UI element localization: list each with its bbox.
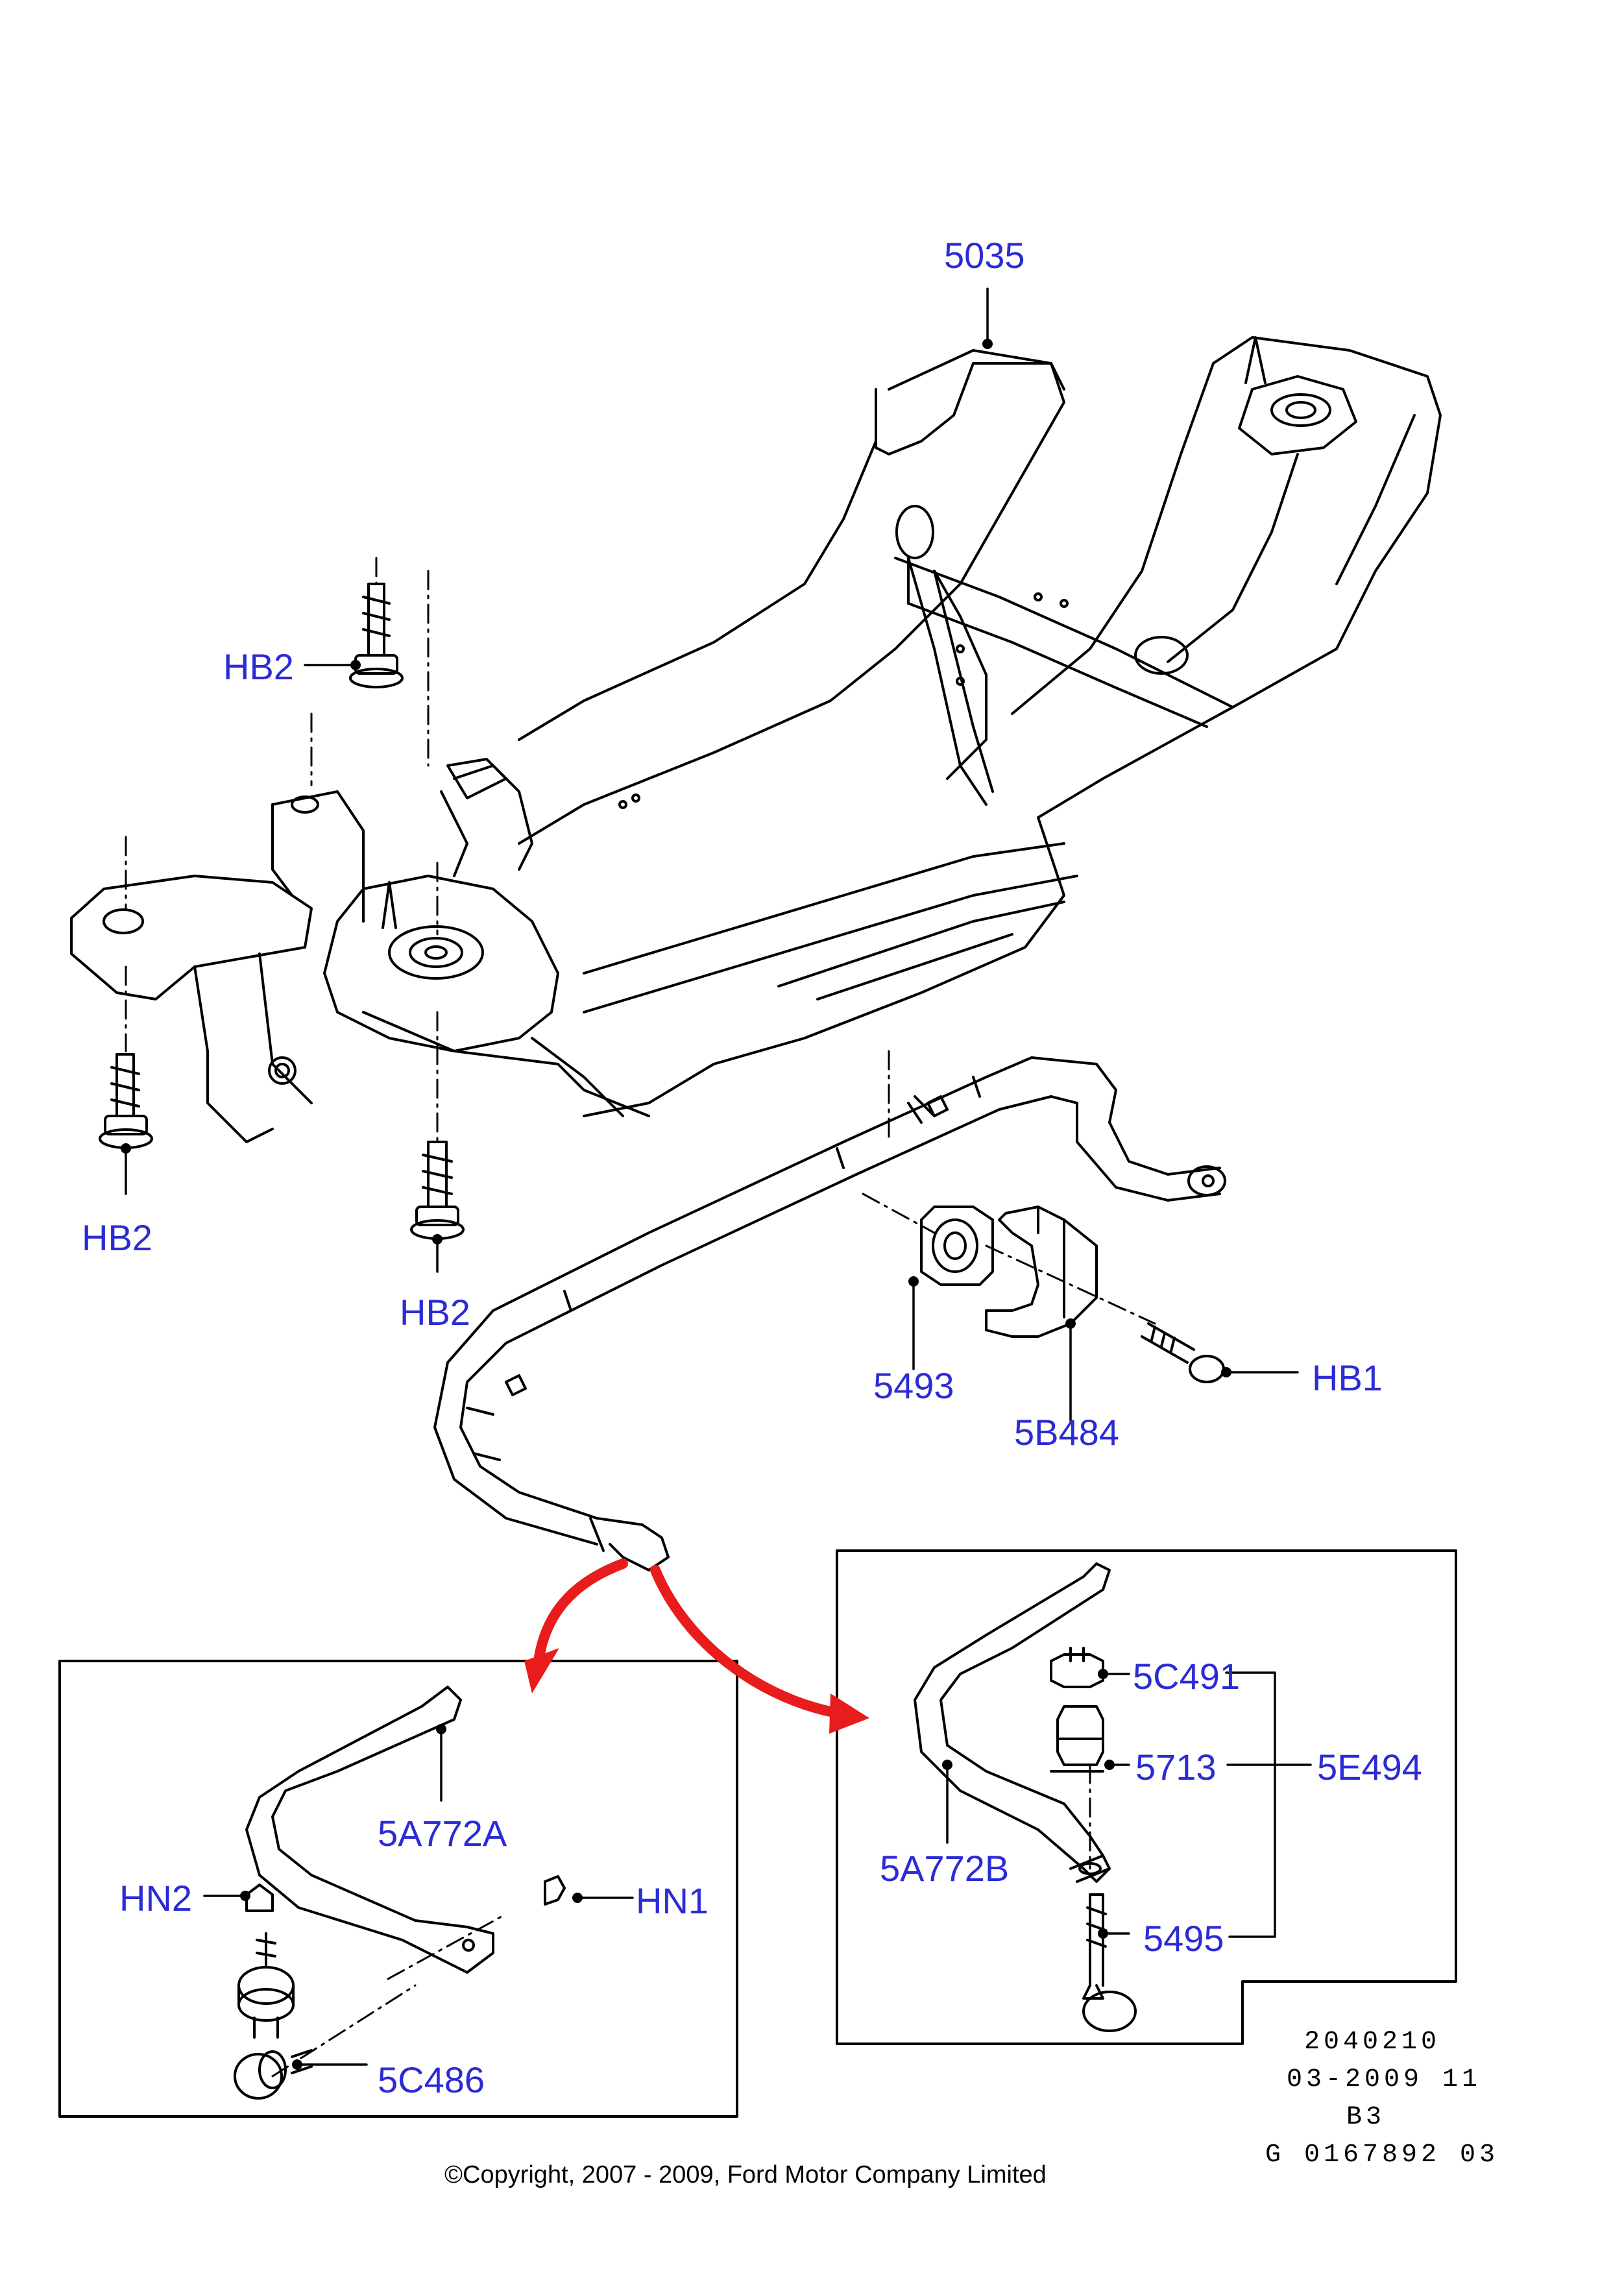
bolt-hb1-drawing	[1141, 1322, 1225, 1383]
label-hn2: HN2	[119, 1878, 193, 1919]
label-hb2-mid: HB2	[400, 1292, 470, 1333]
stabilizer-bar	[433, 1056, 1226, 1571]
drawing-number: 2040210	[1304, 2028, 1441, 2057]
bracket-5b484-drawing	[985, 1206, 1098, 1338]
label-hn1: HN1	[636, 1880, 709, 1921]
label-hb1: HB1	[1312, 1357, 1383, 1398]
bushing-5493-drawing	[920, 1206, 994, 1286]
drawing-date: 03-2009 11	[1287, 2065, 1482, 2094]
leader-lines	[125, 287, 1312, 2066]
label-5a772a: 5A772A	[378, 1813, 507, 1854]
leader-dots	[121, 339, 1231, 2070]
label-hb2-top: HB2	[223, 646, 294, 687]
copyright-notice: ©Copyright, 2007 - 2009, Ford Motor Comp…	[444, 2161, 1047, 2188]
label-5a772b: 5A772B	[880, 1848, 1010, 1889]
label-5b484: 5B484	[1014, 1412, 1119, 1453]
label-5c486: 5C486	[378, 2059, 485, 2100]
label-hb2-left: HB2	[82, 1217, 152, 1258]
drawing-reference: G 0167892 03	[1265, 2140, 1499, 2170]
label-5495: 5495	[1143, 1918, 1224, 1959]
label-5493: 5493	[873, 1365, 954, 1406]
label-5035: 5035	[944, 235, 1025, 276]
label-5c491: 5C491	[1133, 1656, 1241, 1697]
label-5e494: 5E494	[1317, 1747, 1422, 1788]
detail-box-left	[58, 1660, 738, 2118]
detail-box-right	[836, 1549, 1457, 2045]
red-detail-arrows	[533, 1558, 842, 1718]
red-arrowheads	[524, 1648, 869, 1734]
detail-right-drawing	[914, 1562, 1137, 2032]
drawing-sheet: B3	[1346, 2103, 1386, 2132]
detail-left-drawing	[234, 1686, 566, 2100]
subframe-drawing	[70, 336, 1442, 1143]
label-5713: 5713	[1135, 1747, 1217, 1788]
